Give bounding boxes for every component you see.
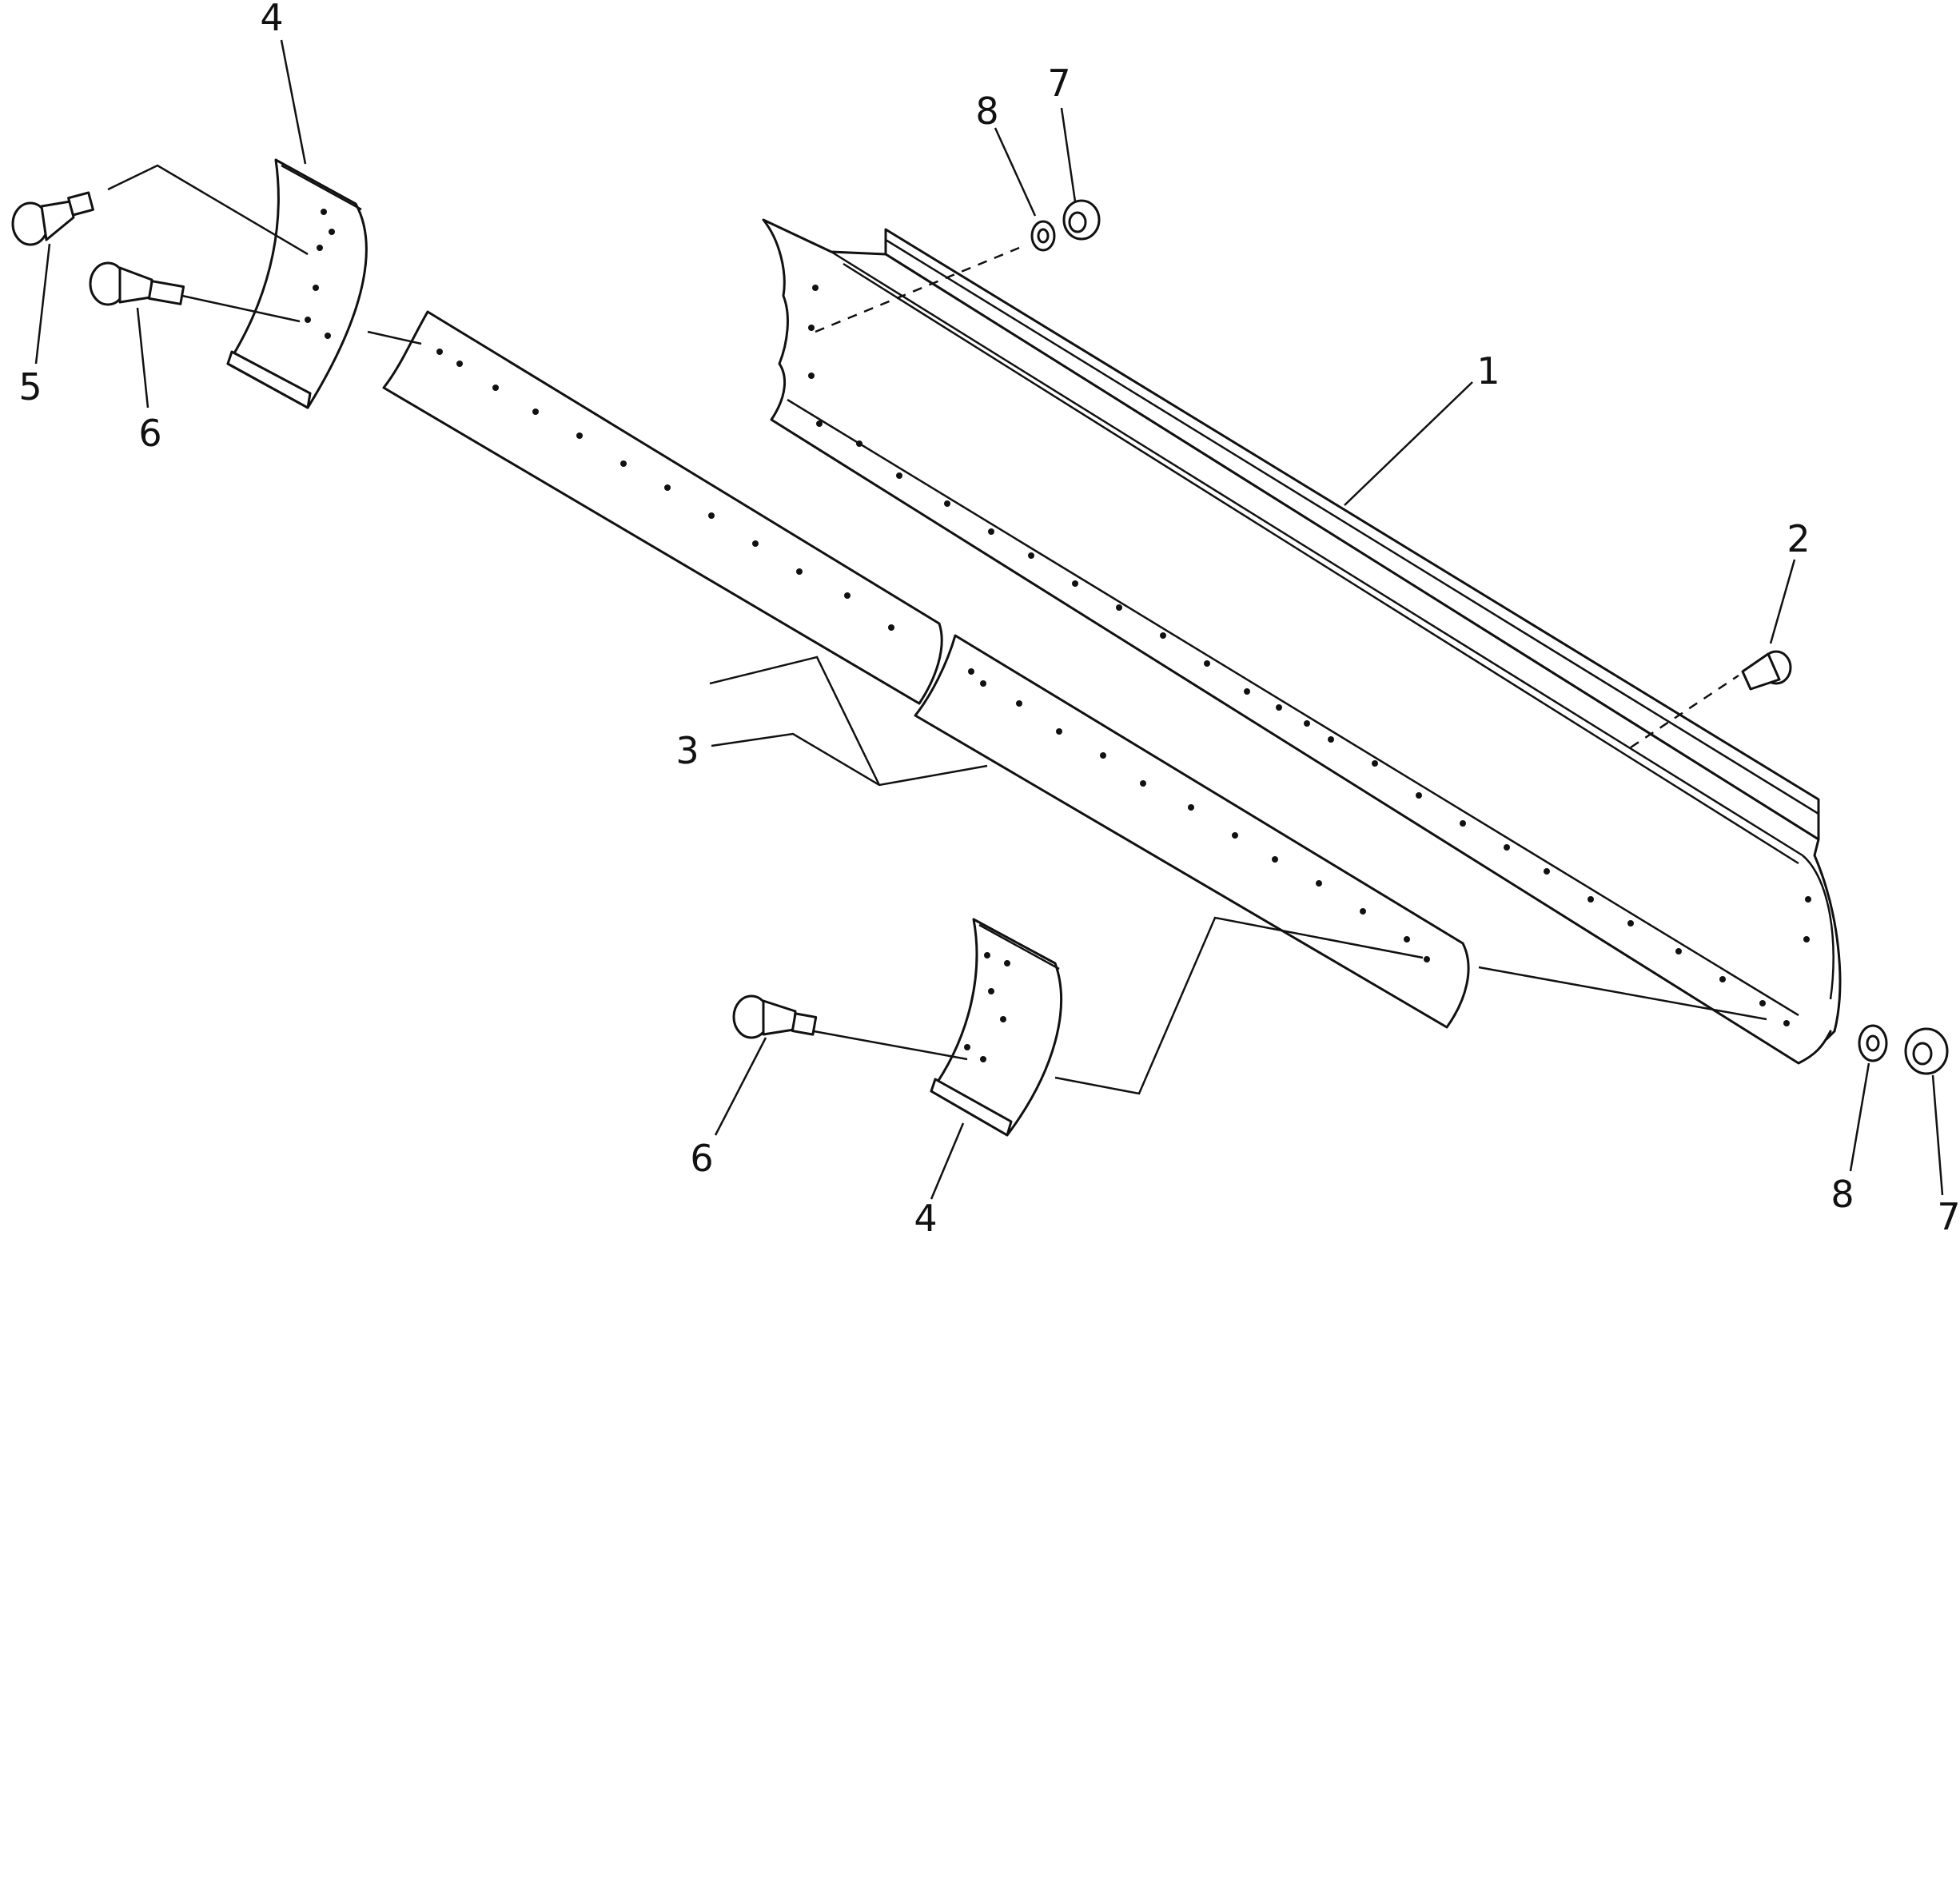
- blade-bolt-holes: [808, 285, 1811, 1026]
- nut-part-7-bottom[interactable]: [1904, 1027, 1949, 1075]
- callout-8-washer-top: 8: [975, 90, 998, 133]
- washer-part-8-bottom[interactable]: [1858, 1024, 1888, 1062]
- callout-7-nut-bottom: 7: [1937, 1195, 1960, 1238]
- callout-6-bolt-left: 6: [138, 412, 161, 455]
- callout-6-bolt-right: 6: [690, 1137, 713, 1180]
- assembly-dashed-lines: [815, 246, 1739, 749]
- callout-leaders: [34, 39, 1944, 1200]
- cutting-edge-bolt-holes: [436, 349, 1430, 962]
- plug-part-2[interactable]: [1741, 650, 1792, 691]
- callout-5-bolt: 5: [18, 365, 42, 408]
- callout-2-plug: 2: [1787, 517, 1810, 560]
- blade-part-1[interactable]: [762, 218, 1842, 1065]
- assembly-lines: [107, 164, 1767, 1095]
- cutting-edge-right-part-3[interactable]: [914, 634, 1470, 1029]
- end-bit-left-part-4[interactable]: [226, 158, 368, 409]
- cutting-edge-left-part-3[interactable]: [382, 310, 943, 705]
- callout-4-end-bit-left: 4: [260, 0, 283, 39]
- callout-8-washer-bottom: 8: [1831, 1173, 1854, 1216]
- callout-7-nut-top: 7: [1047, 62, 1070, 105]
- washer-part-8-top[interactable]: [1030, 220, 1056, 252]
- bolt-part-5[interactable]: [11, 191, 94, 246]
- bolt-part-6-left[interactable]: [89, 261, 185, 306]
- bolt-part-6-right[interactable]: [732, 994, 818, 1039]
- nut-part-7-top[interactable]: [1062, 199, 1101, 241]
- callout-4-end-bit-right: 4: [914, 1197, 937, 1240]
- callout-3-cutting-edge: 3: [675, 729, 699, 772]
- callout-1-blade: 1: [1476, 349, 1500, 393]
- end-bit-right-part-4[interactable]: [930, 918, 1062, 1137]
